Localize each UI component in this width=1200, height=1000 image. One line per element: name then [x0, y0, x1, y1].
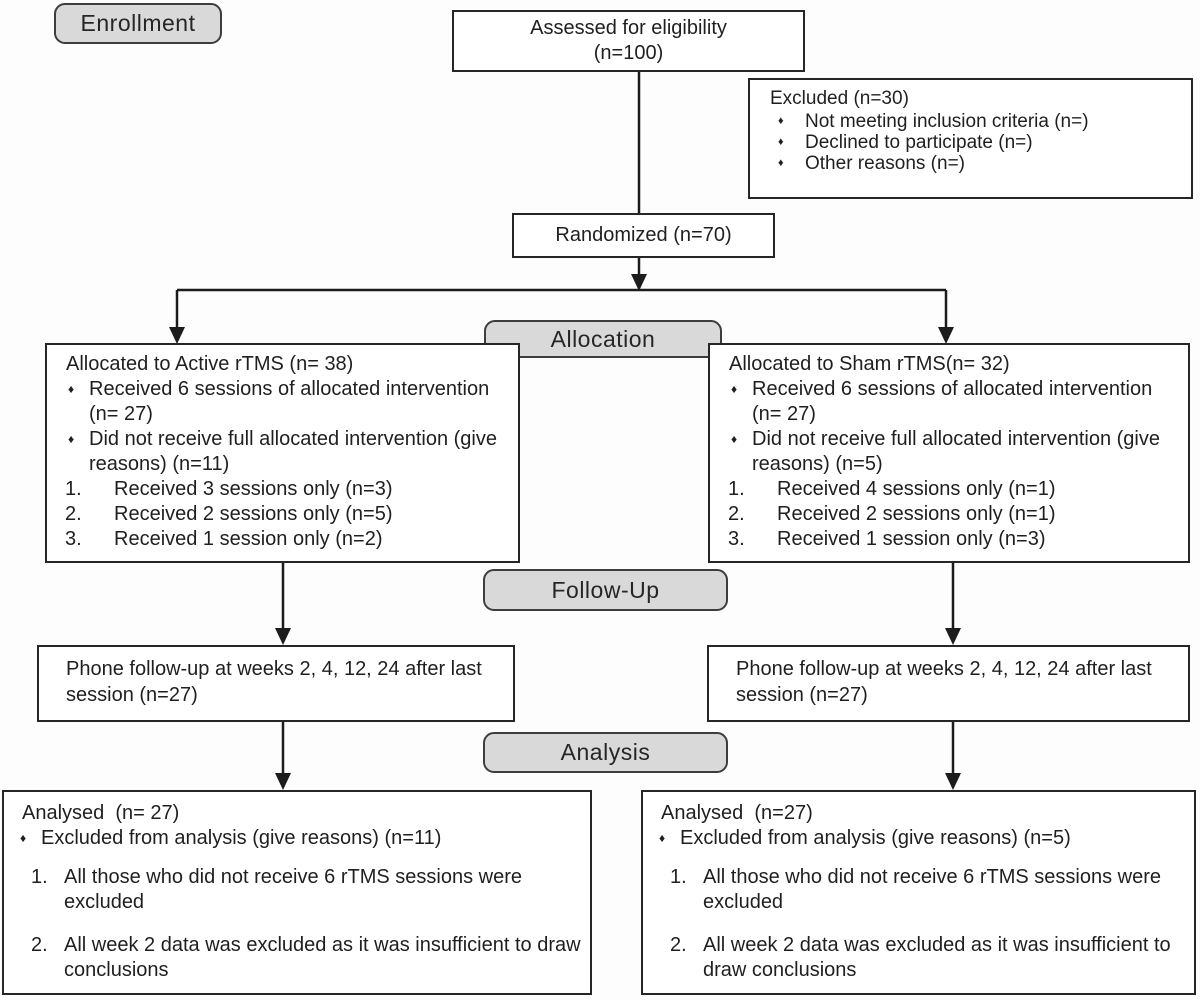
sham-analysis-item-2: 2. All week 2 data was excluded as it wa… [670, 934, 1171, 981]
sham-analysis-box: Analysed (n=27) ♦ Excluded from analysis… [641, 790, 1196, 995]
stage-label-follow-up: Follow-Up [483, 569, 728, 611]
active-followup-box: Phone follow-up at weeks 2, 4, 12, 24 af… [37, 645, 515, 722]
active-allocation-title: Allocated to Active rTMS (n= 38) [66, 353, 354, 375]
diamond-bullet-icon: ♦ [731, 382, 738, 396]
sham-allocation-item-1: 1. Received 4 sessions only (n=1) [728, 478, 1056, 500]
excluded-bullet-1: ♦ Not meeting inclusion criteria (n=) [778, 111, 1089, 132]
active-allocation-bullet-1: ♦ Received 6 sessions of allocated inter… [68, 378, 490, 425]
active-analysis-item-1: 1. All those who did not receive 6 rTMS … [31, 866, 522, 913]
excluded-box: Excluded (n=30) ♦ Not meeting inclusion … [748, 78, 1193, 199]
active-allocation-item-2: 2. Received 2 sessions only (n=5) [65, 503, 393, 525]
excluded-bullet-3: ♦ Other reasons (n=) [778, 153, 965, 174]
sham-followup-text: Phone follow-up at weeks 2, 4, 12, 24 af… [736, 658, 1152, 706]
stage-label-allocation: Allocation [484, 320, 722, 358]
diamond-bullet-icon: ♦ [731, 432, 738, 446]
sham-allocation-title: Allocated to Sham rTMS(n= 32) [729, 353, 1010, 375]
randomized-box: Randomized (n=70) [512, 213, 775, 258]
diamond-bullet-icon: ♦ [659, 831, 666, 845]
active-analysis-bullet-1: ♦ Excluded from analysis (give reasons) … [20, 827, 442, 849]
active-allocation-bullet-2: ♦ Did not receive full allocated interve… [68, 428, 497, 475]
sham-allocation-item-3: 3. Received 1 session only (n=3) [728, 528, 1046, 550]
active-allocation-item-1: 1. Received 3 sessions only (n=3) [65, 478, 393, 500]
excluded-title: Excluded (n=30) [770, 88, 909, 109]
diamond-bullet-icon: ♦ [68, 432, 75, 446]
stage-label-analysis: Analysis [483, 732, 728, 773]
sham-allocation-bullet-1: ♦ Received 6 sessions of allocated inter… [731, 378, 1153, 425]
diamond-bullet-icon: ♦ [20, 831, 27, 845]
sham-followup-box: Phone follow-up at weeks 2, 4, 12, 24 af… [707, 645, 1190, 722]
excluded-bullet-2: ♦ Declined to participate (n=) [778, 132, 1033, 153]
assessed-eligibility-box: Assessed for eligibility (n=100) [452, 10, 805, 72]
active-analysis-box: Analysed (n= 27) ♦ Excluded from analysi… [2, 790, 592, 995]
sham-analysis-title: Analysed (n=27) [661, 802, 813, 824]
randomized-label: Randomized (n=70) [555, 224, 732, 246]
diamond-bullet-icon: ♦ [778, 157, 784, 169]
active-followup-text: Phone follow-up at weeks 2, 4, 12, 24 af… [66, 658, 482, 706]
diamond-bullet-icon: ♦ [778, 115, 784, 127]
diamond-bullet-icon: ♦ [778, 136, 784, 148]
diamond-bullet-icon: ♦ [68, 382, 75, 396]
active-analysis-item-2: 2. All week 2 data was excluded as it wa… [31, 934, 581, 981]
sham-analysis-bullet-1: ♦ Excluded from analysis (give reasons) … [659, 827, 1071, 849]
sham-analysis-item-1: 1. All those who did not receive 6 rTMS … [670, 866, 1161, 913]
sham-allocation-item-2: 2. Received 2 sessions only (n=1) [728, 503, 1056, 525]
sham-allocation-box: Allocated to Sham rTMS(n= 32) ♦ Received… [708, 343, 1190, 563]
stage-label-enrollment: Enrollment [54, 3, 222, 44]
active-allocation-item-3: 3. Received 1 session only (n=2) [65, 528, 383, 550]
active-analysis-title: Analysed (n= 27) [22, 802, 180, 824]
sham-allocation-bullet-2: ♦ Did not receive full allocated interve… [731, 428, 1160, 475]
assessed-line1: Assessed for eligibility [530, 17, 727, 39]
active-allocation-box: Allocated to Active rTMS (n= 38) ♦ Recei… [45, 343, 520, 563]
assessed-count: (n=100) [593, 42, 664, 64]
